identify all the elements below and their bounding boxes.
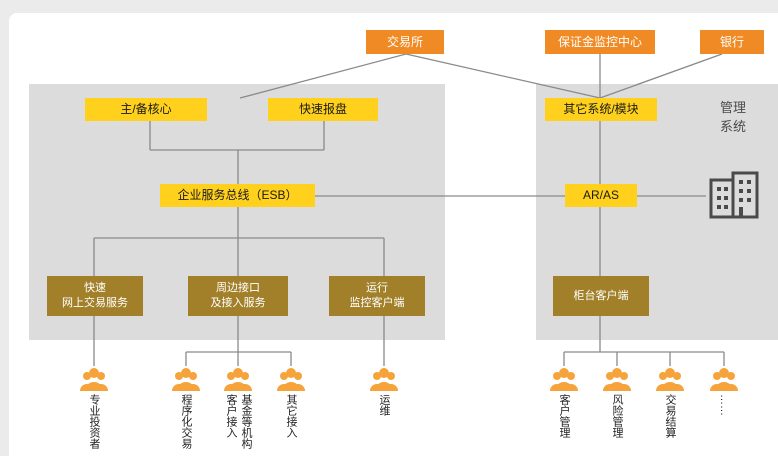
bank-node: 银行 <box>700 30 764 54</box>
exchange-node: 交易所 <box>366 30 444 54</box>
peripheral-line2: 及接入服务 <box>210 297 266 309</box>
online-trading-line2: 网上交易服务 <box>62 297 128 309</box>
people-icon <box>370 368 398 391</box>
label-risk-management: 风险管理 <box>611 394 623 438</box>
management-title-line2: 系统 <box>719 119 746 134</box>
aras-node: AR/AS <box>565 184 637 207</box>
online-trading-service-node: 快速 网上交易服务 <box>47 276 143 316</box>
building-icon <box>709 171 759 219</box>
counter-client-node: 柜台客户端 <box>553 276 649 316</box>
people-icon <box>710 368 738 391</box>
ops-monitor-line2: 监控客户端 <box>349 297 405 309</box>
label-more: …… <box>718 394 730 416</box>
ops-monitor-line1: 运行 <box>366 282 388 294</box>
label-program-trading: 程序化交易 <box>180 394 192 449</box>
people-icon <box>656 368 684 391</box>
margin-monitoring-center-node: 保证金监控中心 <box>545 30 655 54</box>
label-client-management: 客户管理 <box>558 394 570 438</box>
main-backup-core-node: 主/备核心 <box>85 98 207 121</box>
online-trading-line1: 快速 <box>84 282 106 294</box>
ops-monitor-client-node: 运行 监控客户端 <box>329 276 425 316</box>
esb-node: 企业服务总线（ESB） <box>160 184 315 207</box>
people-icon <box>277 368 305 391</box>
people-icon <box>172 368 200 391</box>
label-ops: 运维 <box>378 394 390 416</box>
peripheral-access-service-node: 周边接口 及接入服务 <box>188 276 288 316</box>
other-systems-node: 其它系统/模块 <box>545 98 657 121</box>
management-title-line1: 管理 <box>719 100 746 115</box>
people-icon <box>224 368 252 391</box>
fast-report-node: 快速报盘 <box>268 98 378 121</box>
label-fund-institution: 基金等机构 <box>240 394 252 449</box>
peripheral-line1: 周边接口 <box>216 282 260 294</box>
people-icon <box>80 368 108 391</box>
people-icon <box>550 368 578 391</box>
people-icon <box>603 368 631 391</box>
management-system-title: 管理 系统 <box>712 98 754 136</box>
label-trade-settlement: 交易结算 <box>664 394 676 438</box>
label-pro-investor: 专业投资者 <box>88 394 100 449</box>
label-client-access: 客户接入 <box>225 394 237 438</box>
label-other-access: 其它接入 <box>285 394 297 438</box>
